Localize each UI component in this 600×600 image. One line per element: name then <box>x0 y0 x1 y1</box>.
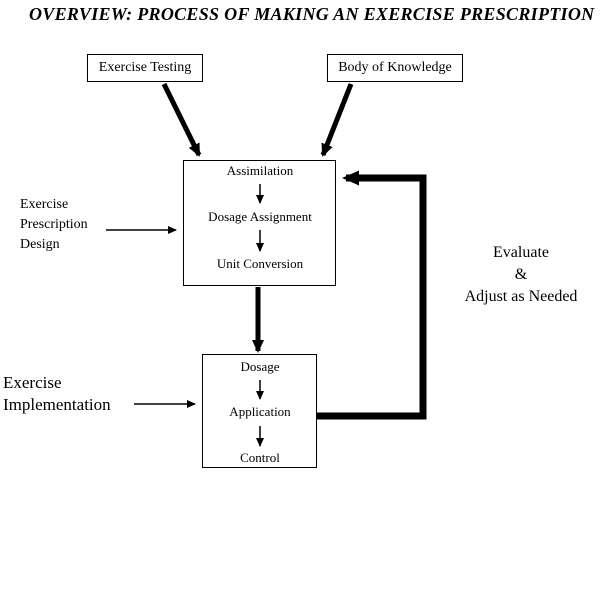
step-dosage: Dosage <box>240 359 280 374</box>
step-application: Application <box>229 404 291 419</box>
label-design-line-2: Prescription <box>20 217 88 232</box>
label-design-line-1: Exercise <box>20 197 69 212</box>
box-implementation-process <box>202 354 317 468</box>
label-exercise-prescription-design: Exercise Prescription Design <box>20 195 88 255</box>
step-unit-conversion: Unit Conversion <box>216 256 304 271</box>
step-control: Control <box>240 450 280 465</box>
box-prescription-process <box>183 160 336 286</box>
arrow-knowledge-to-process <box>320 83 354 157</box>
page-title: OVERVIEW: PROCESS OF MAKING AN EXERCISE … <box>29 4 595 24</box>
label-implementation-line-2: Implementation <box>3 395 111 414</box>
label-exercise-implementation: Exercise Implementation <box>3 372 111 416</box>
label-evaluate-line-1: Evaluate <box>493 244 549 261</box>
box-body-of-knowledge: Body of Knowledge <box>327 54 463 82</box>
step-dosage-assignment: Dosage Assignment <box>208 209 312 224</box>
label-design-line-3: Design <box>20 237 60 252</box>
box-exercise-testing-label: Exercise Testing <box>98 60 192 75</box>
box-exercise-testing: Exercise Testing <box>87 54 203 82</box>
arrow-testing-to-process <box>161 82 202 157</box>
box-body-of-knowledge-label: Body of Knowledge <box>338 60 452 75</box>
step-assimilation: Assimilation <box>226 163 294 178</box>
label-evaluate-line-3: Adjust as Needed <box>464 288 578 305</box>
label-evaluate-adjust: Evaluate & Adjust as Needed <box>441 242 600 308</box>
label-evaluate-line-2: & <box>514 266 528 283</box>
label-implementation-line-1: Exercise <box>3 373 62 392</box>
